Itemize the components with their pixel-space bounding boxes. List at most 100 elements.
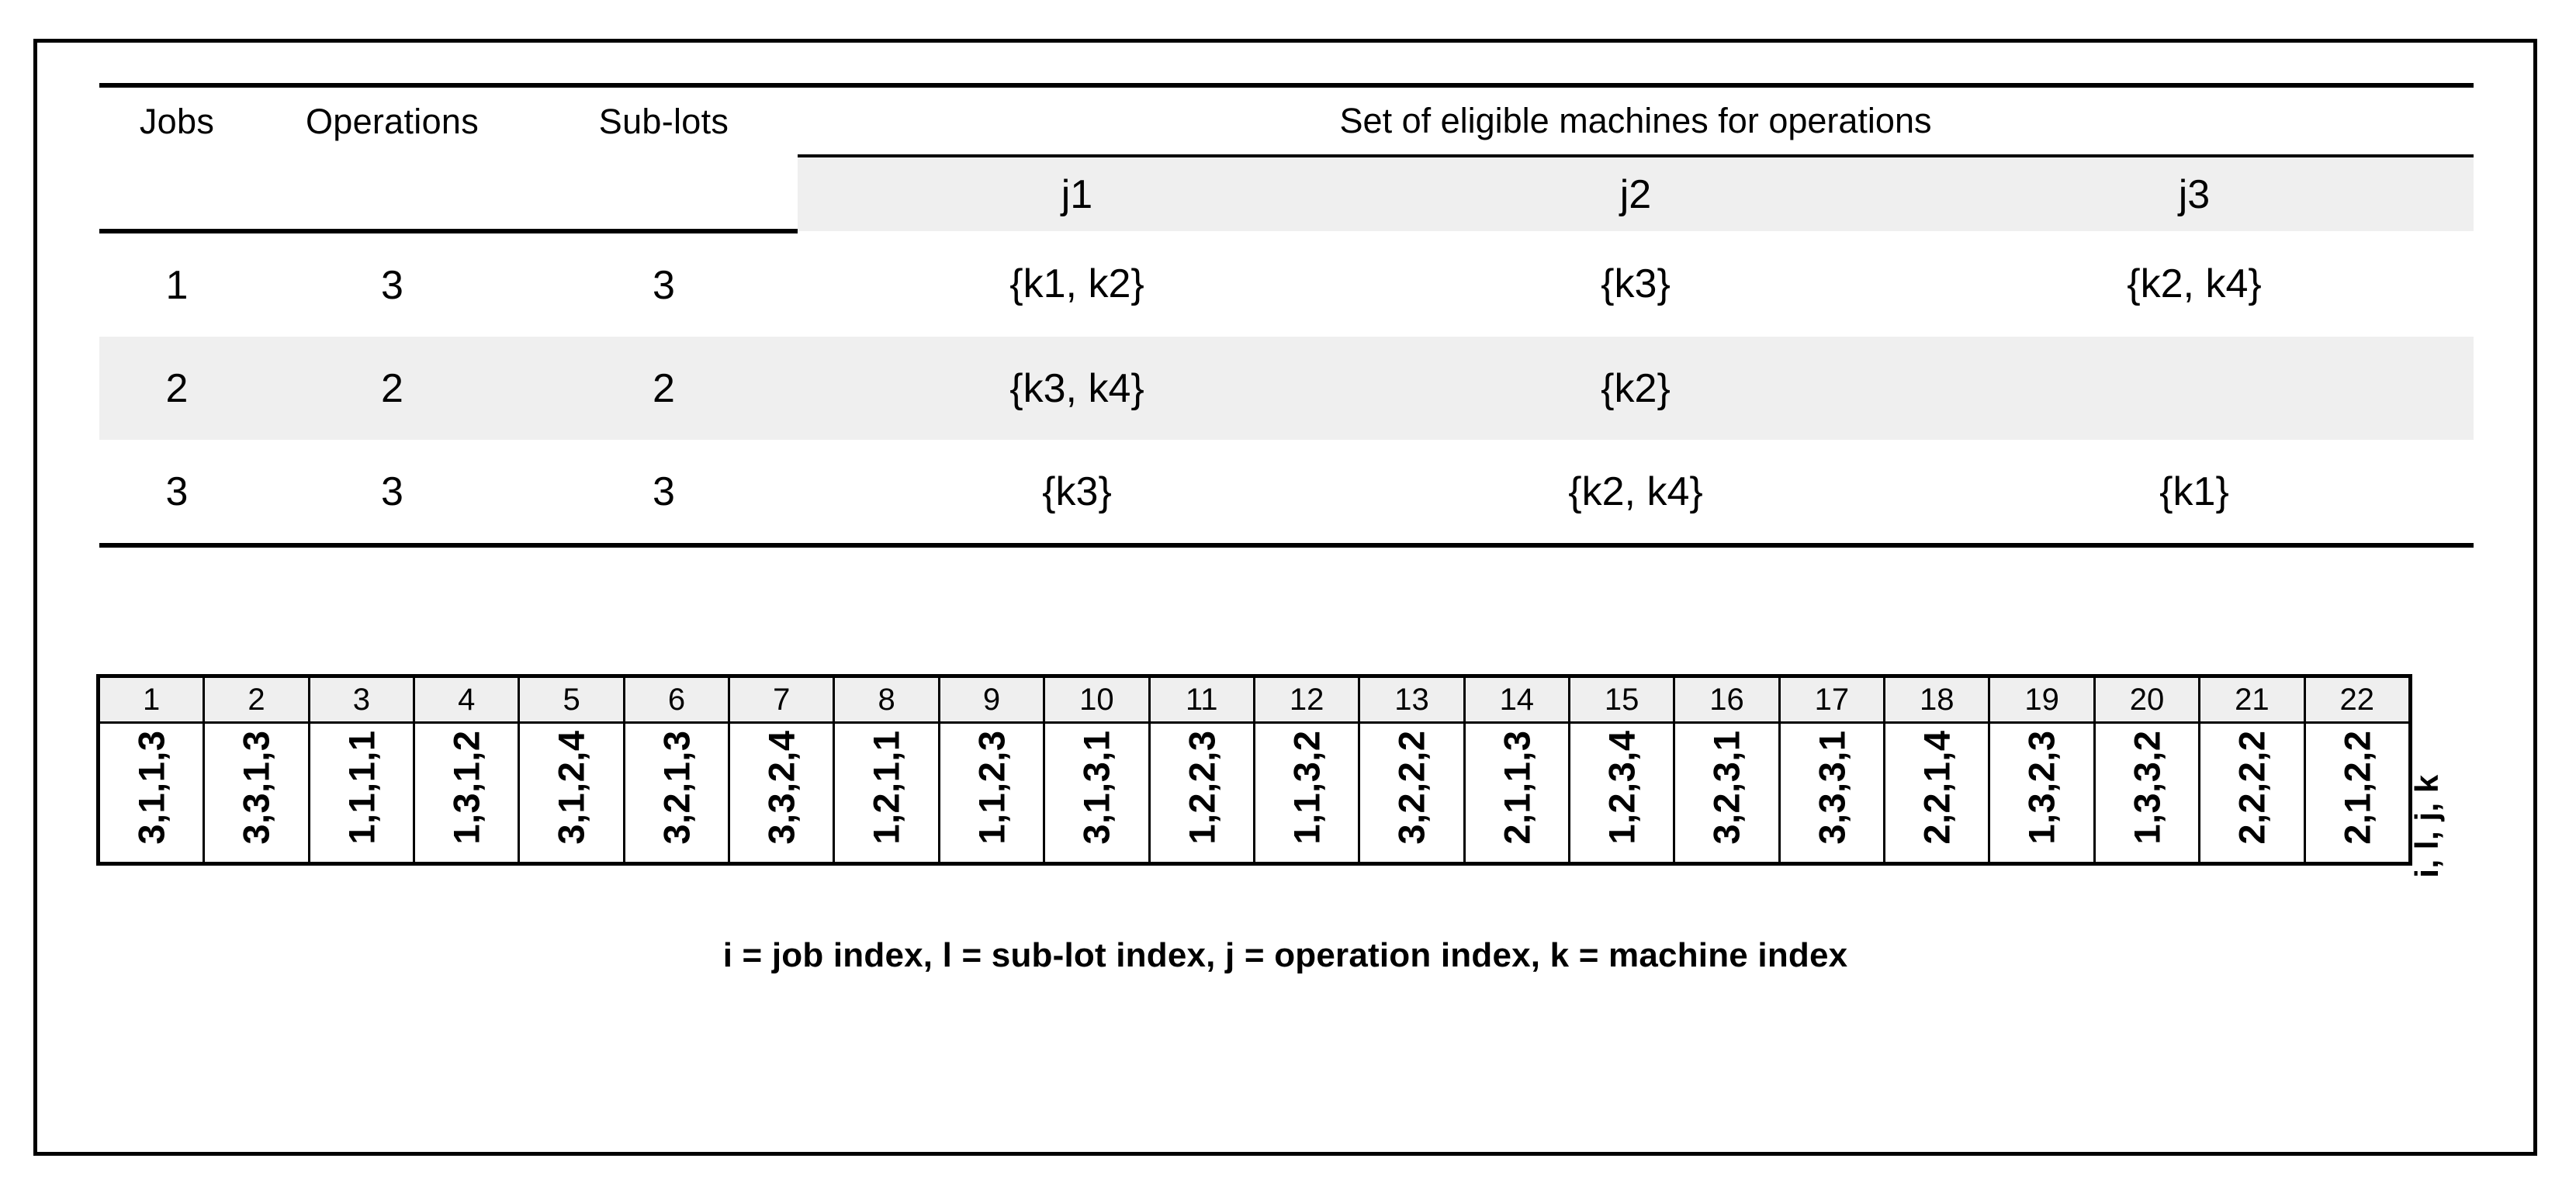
chromosome-gene-cell: 1,3,1,2	[413, 721, 521, 865]
chromosome-index-cell: 7	[728, 675, 836, 724]
chromosome-index-cell: 14	[1463, 675, 1571, 724]
chromosome-gene-value: 3,3,2,4	[760, 729, 802, 845]
chromosome-gene-value: 3,2,1,3	[656, 729, 698, 845]
chromosome-gene-value: 1,2,3,4	[1601, 729, 1643, 845]
chromosome-index-cell: 1	[96, 675, 206, 724]
cell-sublots: 2	[530, 337, 798, 440]
chromosome-gene-value: 1,1,3,2	[1286, 729, 1328, 845]
chromosome-gene-cell: 3,3,2,4	[728, 721, 836, 865]
eligible-machines-table: Jobs Operations Sub-lots Set of eligible…	[99, 83, 2474, 548]
chromosome-gene-cell: 2,2,2,2	[2198, 721, 2306, 865]
cell-machines-j3: {k2, k4}	[2127, 261, 2262, 306]
spacer-jobs	[99, 156, 254, 233]
chromosome-gene-cell: 3,1,1,3	[96, 721, 206, 865]
column-header-sublots: Sub-lots	[530, 83, 798, 156]
chromosome-gene-value: 1,2,1,1	[866, 729, 908, 845]
cell-machines-j1: {k3}	[798, 440, 1356, 548]
chromosome-gene-value: 2,1,1,3	[1496, 729, 1538, 845]
cell-machines-j1: {k3, k4}	[798, 337, 1356, 440]
chromosome-gene-value: 1,1,2,3	[971, 729, 1013, 845]
chromosome-gene-cell: 3,2,1,3	[622, 721, 731, 865]
chromosome-index-cell: 3	[307, 675, 416, 724]
chromosome-gene-cell: 3,1,3,1	[1043, 721, 1151, 865]
chromosome-index-cell: 11	[1148, 675, 1255, 724]
chromosome-index-cell: 13	[1358, 675, 1466, 724]
chromosome-gene-value: 3,1,2,4	[551, 729, 593, 845]
table-row: 2 2 2 {k3, k4} {k2}	[99, 337, 2474, 440]
table-row: 1 3 3 {k1, k2} {k3} {k2, k4}	[99, 231, 2474, 337]
cell-job: 2	[99, 337, 254, 440]
chromosome-gene-cell: 1,3,3,2	[2093, 721, 2201, 865]
cell-operations: 3	[254, 440, 530, 548]
chromosome-index-cell: 2	[203, 675, 310, 724]
spacer-operations	[254, 156, 530, 233]
chromosome-gene-cell: 2,2,1,4	[1883, 721, 1991, 865]
chromosome-gene-value: 1,3,3,2	[2126, 729, 2168, 845]
chromosome-gene-value: 2,2,2,2	[2231, 729, 2273, 845]
chromosome-index-cell: 10	[1043, 675, 1151, 724]
chromosome-gene-value: 3,3,1,3	[236, 729, 278, 845]
column-header-jobs: Jobs	[99, 83, 254, 156]
figure-frame: Jobs Operations Sub-lots Set of eligible…	[33, 39, 2537, 1156]
chromosome-gene-value: 3,2,2,2	[1390, 729, 1432, 845]
chromosome-gene-cell: 3,1,2,4	[518, 721, 625, 865]
table-row: 3 3 3 {k3} {k2, k4} {k1}	[99, 440, 2474, 548]
chromosome-gene-cell: 3,2,3,1	[1673, 721, 1781, 865]
chromosome-gene-cell: 1,1,1,1	[307, 721, 416, 865]
cell-machines-j2: {k2}	[1356, 337, 1915, 440]
chromosome-gene-value: 3,1,1,3	[130, 729, 172, 845]
chromosome-gene-row: 3,1,1,3 3,3,1,3 1,1,1,1 1,3,1,2 3,1,2,4 3,2,1…	[96, 721, 2412, 865]
chromosome-gene-value: 1,1,1,1	[341, 729, 383, 845]
chromosome-index-cell: 19	[1988, 675, 2096, 724]
column-header-operations: Operations	[254, 83, 530, 156]
column-header-machines-group: Set of eligible machines for operations	[798, 83, 2474, 157]
spacer-sublots	[530, 156, 798, 233]
chromosome-gene-value: 1,2,2,3	[1181, 729, 1223, 845]
chromosome-index-cell: 4	[413, 675, 521, 724]
cell-job: 1	[165, 262, 189, 308]
chromosome-index-cell: 22	[2303, 675, 2412, 724]
cell-machines-j1: {k1, k2}	[1009, 261, 1144, 306]
chromosome-gene-cell: 1,3,2,3	[1988, 721, 2096, 865]
chromosome-index-cell: 15	[1567, 675, 1676, 724]
cell-sublots: 3	[653, 262, 675, 308]
chromosome-index-cell: 18	[1883, 675, 1991, 724]
chromosome-gene-value: 3,3,3,1	[1811, 729, 1853, 845]
chromosome-index-cell: 12	[1252, 675, 1361, 724]
chromosome-gene-cell: 1,1,2,3	[937, 721, 1046, 865]
table-header-row-primary: Jobs Operations Sub-lots Set of eligible…	[99, 83, 2474, 157]
chromosome-index-cell: 8	[833, 675, 940, 724]
chromosome-index-cell: 6	[622, 675, 731, 724]
chromosome-gene-cell: 3,2,2,2	[1358, 721, 1466, 865]
chromosome-axis-label: i, l, j, k	[2400, 725, 2454, 927]
chromosome-gene-cell: 1,2,2,3	[1148, 721, 1255, 865]
chromosome-gene-value: 3,2,3,1	[1706, 729, 1748, 845]
cell-machines-j3: {k1}	[1915, 440, 2474, 548]
index-legend-caption: i = job index, l = sub-lot index, j = op…	[722, 936, 1848, 974]
chromosome-axis-label-text: i, l, j, k	[2408, 774, 2445, 878]
table-header-row-operations: j1 j2 j3	[99, 156, 2474, 233]
chromosome-index-cell: 20	[2093, 675, 2201, 724]
chromosome-gene-cell: 1,2,1,1	[833, 721, 940, 865]
cell-machines-j2: {k3}	[1601, 261, 1671, 306]
chromosome-index-cell: 9	[937, 675, 1046, 724]
cell-sublots: 3	[530, 440, 798, 548]
chromosome-gene-value: 1,3,2,3	[2021, 729, 2063, 845]
chromosome-index-cell: 17	[1778, 675, 1886, 724]
column-header-j1: j1	[798, 156, 1356, 231]
chromosome-gene-cell: 1,1,3,2	[1252, 721, 1361, 865]
chromosome-gene-cell: 2,1,1,3	[1463, 721, 1571, 865]
chromosome-index-cell: 16	[1673, 675, 1781, 724]
column-header-j2: j2	[1356, 156, 1915, 231]
chromosome-index-cell: 21	[2198, 675, 2306, 724]
chromosome-index-cell: 5	[518, 675, 625, 724]
chromosome-gene-cell: 2,1,2,2	[2303, 721, 2412, 865]
cell-machines-j3	[1915, 337, 2474, 440]
cell-operations: 3	[381, 262, 403, 308]
column-header-j3: j3	[1915, 156, 2474, 231]
chromosome-gene-value: 1,3,1,2	[445, 729, 487, 845]
chromosome-gene-cell: 3,3,3,1	[1778, 721, 1886, 865]
